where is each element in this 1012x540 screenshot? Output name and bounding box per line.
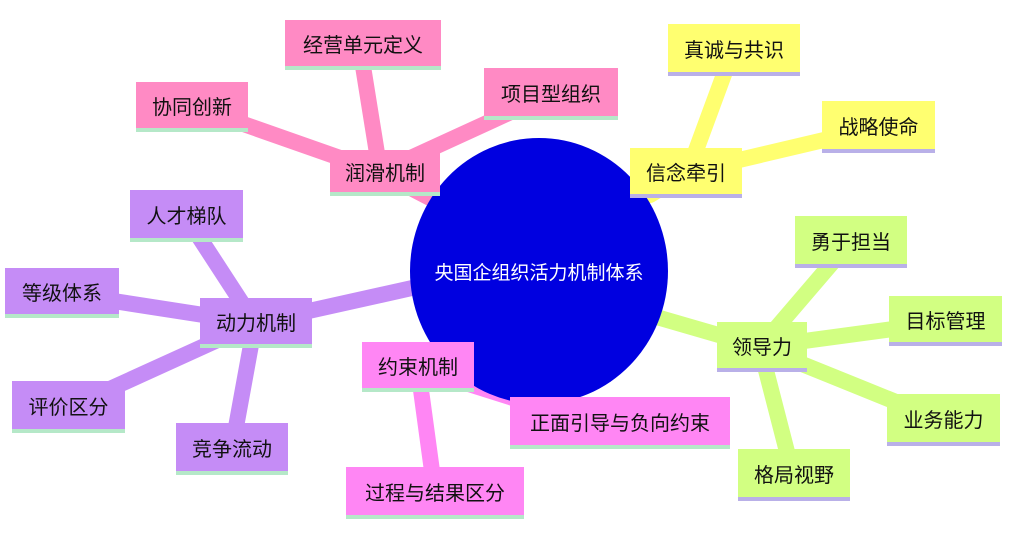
node-jingying-danyuan[interactable]: 经营单元定义 bbox=[285, 20, 441, 70]
node-yewu-nengli[interactable]: 业务能力 bbox=[887, 394, 1000, 446]
node-zhanlue-shiming[interactable]: 战略使命 bbox=[822, 101, 935, 153]
node-mubiao-guanli[interactable]: 目标管理 bbox=[889, 296, 1002, 346]
node-zhengmian-yindao[interactable]: 正面引导与负向约束 bbox=[510, 397, 730, 449]
node-yongyu-dandang[interactable]: 勇于担当 bbox=[795, 216, 907, 268]
node-lingdao[interactable]: 领导力 bbox=[717, 322, 807, 372]
node-dongli[interactable]: 动力机制 bbox=[200, 298, 312, 348]
node-guocheng-jieguo[interactable]: 过程与结果区分 bbox=[346, 467, 524, 519]
node-xietong-chuangxin[interactable]: 协同创新 bbox=[136, 82, 248, 132]
node-runhua[interactable]: 润滑机制 bbox=[330, 150, 440, 196]
node-pingjia-qufen[interactable]: 评价区分 bbox=[12, 381, 125, 433]
node-geju-shiye[interactable]: 格局视野 bbox=[738, 449, 850, 501]
node-zhencheng-gongshi[interactable]: 真诚与共识 bbox=[668, 24, 800, 76]
node-xiangmu-zuzhi[interactable]: 项目型组织 bbox=[484, 68, 618, 120]
node-jingzheng-liudong[interactable]: 竞争流动 bbox=[176, 423, 288, 475]
node-xinnian[interactable]: 信念牵引 bbox=[630, 148, 742, 198]
node-rencai-tidui[interactable]: 人才梯队 bbox=[130, 190, 243, 242]
node-yueshu[interactable]: 约束机制 bbox=[362, 342, 474, 392]
node-dengji-tixi[interactable]: 等级体系 bbox=[5, 268, 119, 318]
